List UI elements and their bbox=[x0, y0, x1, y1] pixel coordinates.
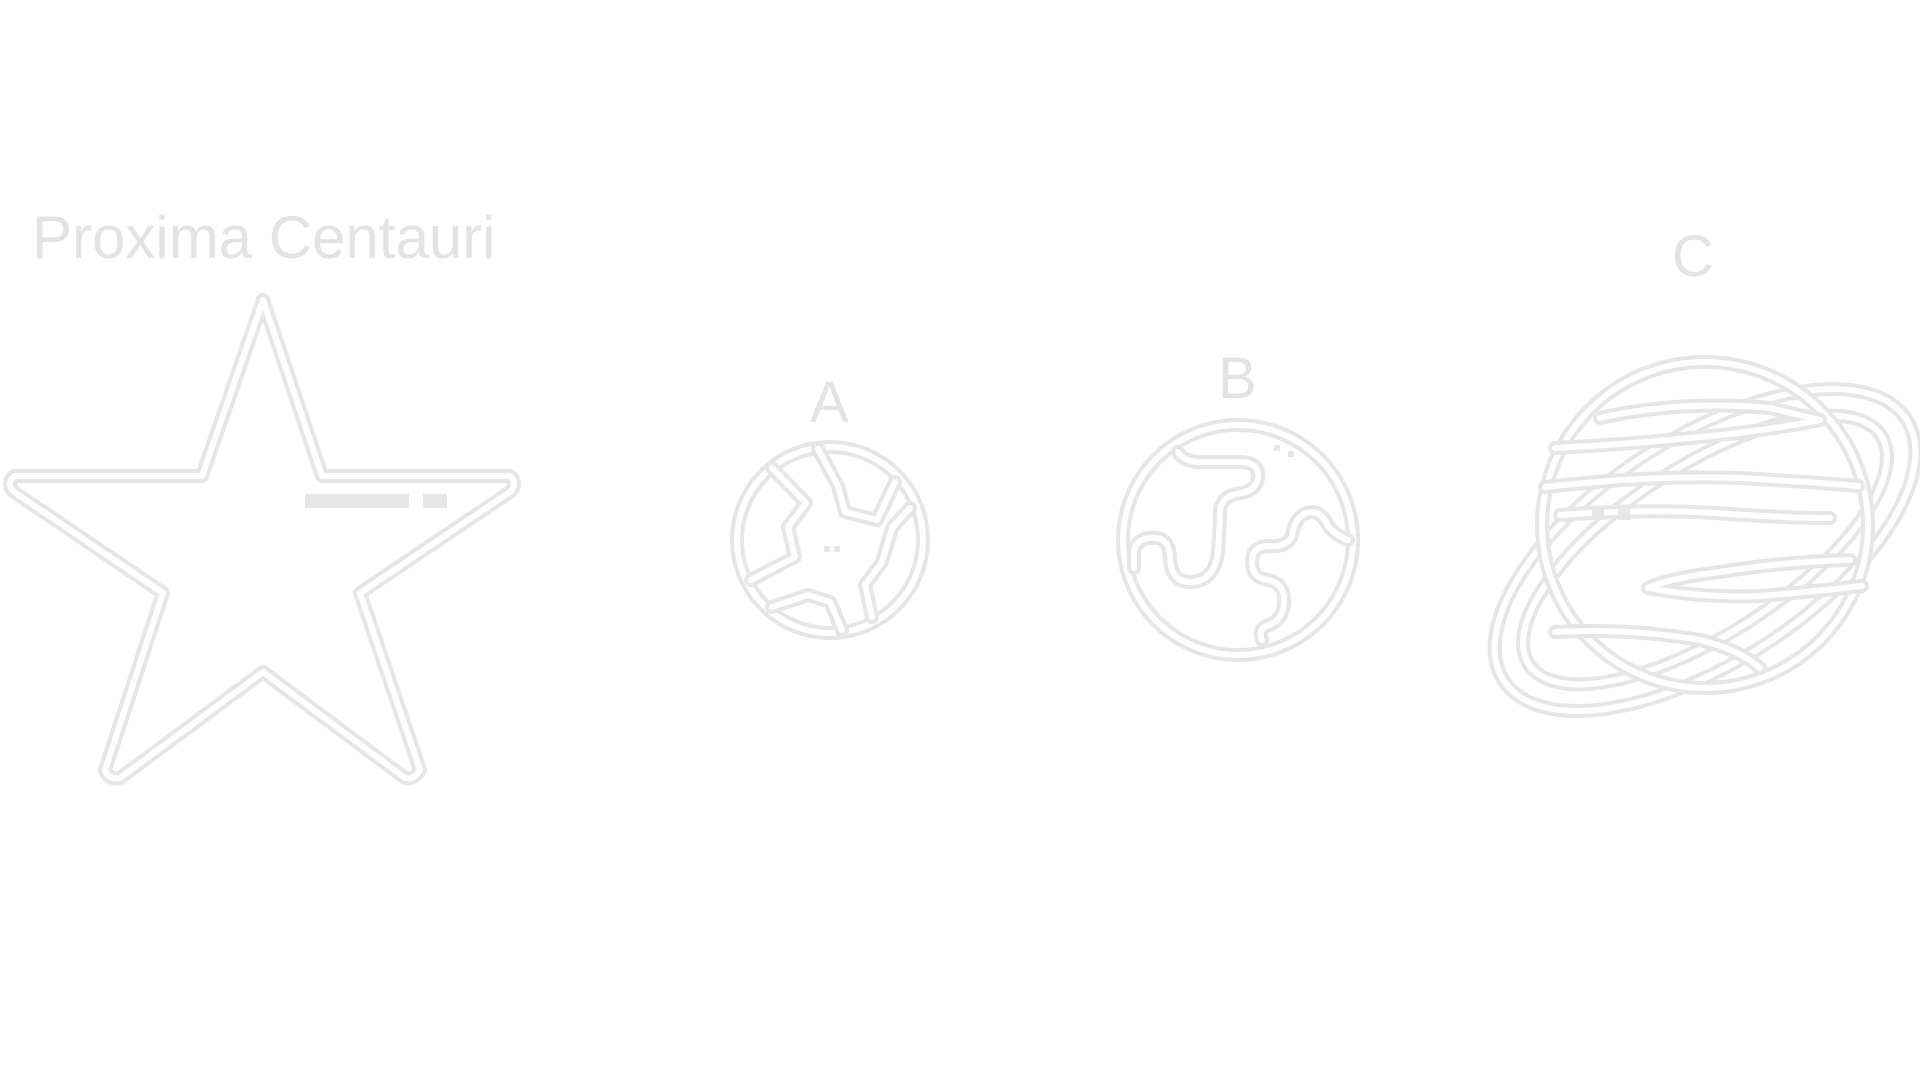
star-icon bbox=[3, 293, 521, 786]
planet-a-label: A bbox=[810, 370, 849, 435]
ringed-planet-icon bbox=[1487, 355, 1920, 718]
planet-b-icon bbox=[1116, 418, 1360, 662]
star-detail-bar bbox=[305, 494, 409, 508]
star-detail-dot bbox=[423, 494, 447, 508]
planet-b-label: B bbox=[1218, 346, 1257, 411]
star-label: Proxima Centauri bbox=[32, 204, 496, 271]
planet-c-label: C bbox=[1672, 224, 1714, 289]
planet-a-icon bbox=[730, 440, 930, 640]
